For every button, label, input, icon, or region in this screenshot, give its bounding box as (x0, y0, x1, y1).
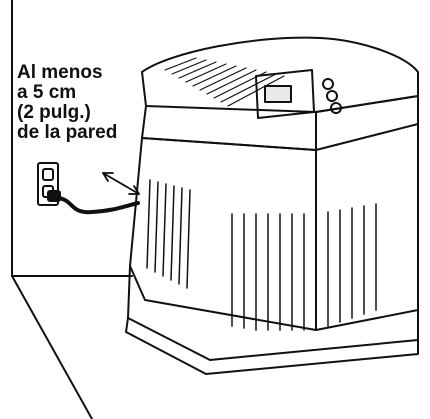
humidifier-base (127, 265, 419, 361)
control-display-icon (264, 85, 292, 103)
humidifier-unit (125, 36, 419, 375)
clearance-line-2: a 5 cm (17, 82, 77, 103)
clearance-line-4: de la pared (17, 122, 118, 143)
control-button-2 (326, 90, 338, 102)
clearance-callout: Al menos a 5 cm (2 pulg.) de la pared (17, 63, 117, 143)
floor-line (11, 275, 93, 419)
clearance-line-3: (2 pulg.) (17, 102, 91, 123)
control-panel (255, 69, 342, 119)
power-plug-icon (47, 190, 140, 215)
front-grille (231, 203, 377, 331)
control-button-3 (330, 102, 342, 114)
control-button-1 (322, 78, 334, 90)
clearance-line-1: Al menos (17, 62, 103, 83)
double-arrow-icon (102, 172, 140, 195)
humidifier-top-lid (141, 36, 419, 113)
side-grille (146, 179, 191, 289)
